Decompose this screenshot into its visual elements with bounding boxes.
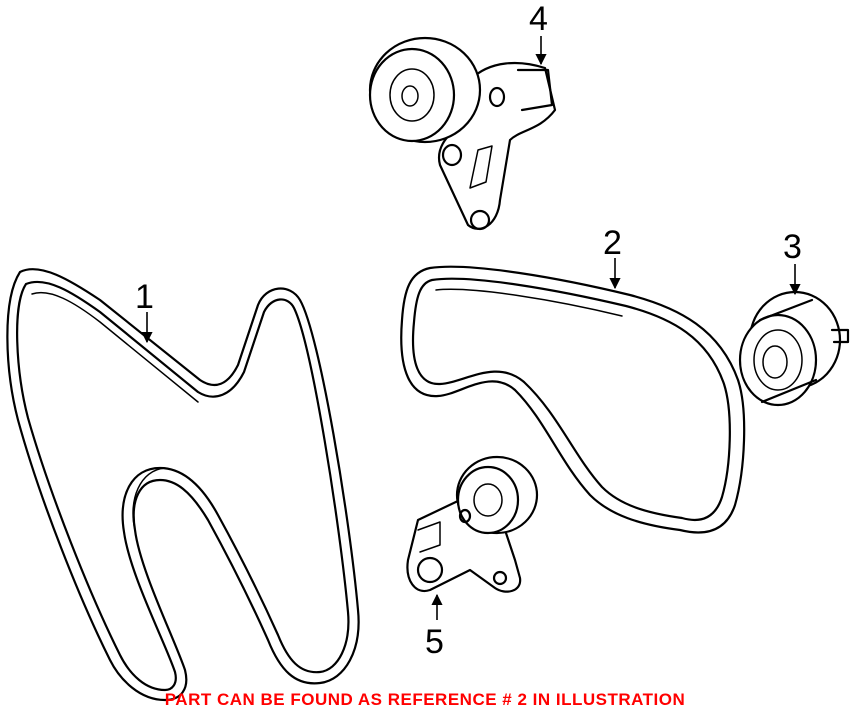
callout-1: 1 bbox=[135, 278, 154, 344]
callout-5: 5 bbox=[425, 593, 444, 661]
serpentine-belt-1[interactable] bbox=[6, 268, 360, 702]
callout-4: 4 bbox=[529, 0, 548, 66]
serpentine-belt-2[interactable] bbox=[400, 265, 746, 534]
callout-1-label: 1 bbox=[135, 278, 154, 316]
callout-3-label: 3 bbox=[783, 228, 802, 266]
callout-2: 2 bbox=[603, 224, 622, 290]
callout-5-label: 5 bbox=[425, 623, 444, 661]
belt-tensioner-4[interactable] bbox=[368, 36, 557, 231]
reference-note: PART CAN BE FOUND AS REFERENCE # 2 IN IL… bbox=[164, 690, 686, 709]
callout-3: 3 bbox=[783, 228, 802, 296]
belt-tensioner-5[interactable] bbox=[406, 455, 539, 593]
idler-pulley-3[interactable] bbox=[738, 290, 850, 407]
callout-4-label: 4 bbox=[529, 0, 548, 38]
callout-2-label: 2 bbox=[603, 224, 622, 262]
